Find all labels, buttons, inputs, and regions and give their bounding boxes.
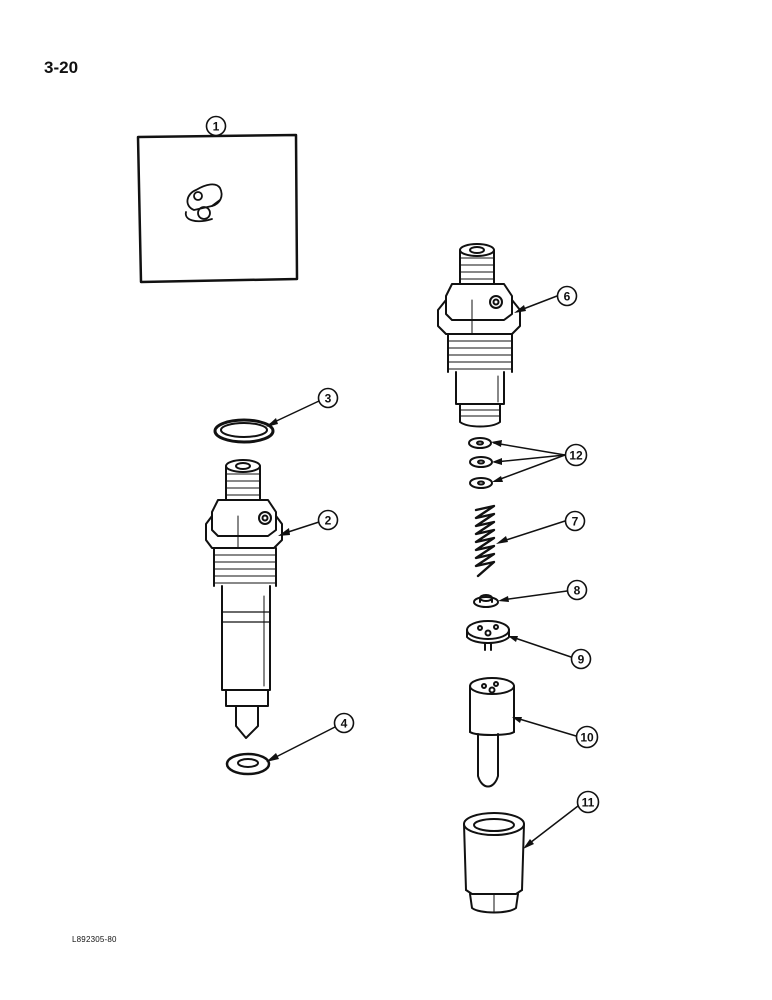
callout-10: 10 — [575, 725, 599, 749]
callout-label: 12 — [569, 449, 583, 463]
callout-label: 3 — [325, 392, 332, 406]
callout-4: 4 — [333, 712, 355, 734]
callout-label: 9 — [578, 653, 585, 667]
part-11-nozzle-nut — [463, 812, 525, 914]
callout-label: 10 — [580, 731, 594, 745]
part-4-washer — [225, 752, 271, 776]
callout-label: 6 — [564, 290, 571, 304]
part-3-o-ring — [213, 418, 275, 444]
callout-11: 11 — [576, 790, 600, 814]
page-number: 3-20 — [44, 58, 79, 77]
part-9-spacer-plate — [466, 620, 510, 651]
callout-12: 12 — [564, 443, 588, 467]
callout-label: 1 — [213, 120, 220, 134]
callout-label: 4 — [341, 717, 348, 731]
callout-label: 7 — [572, 515, 579, 529]
part-6-injector-body — [437, 243, 521, 428]
part-1-kit-box — [136, 126, 299, 284]
callout-6: 6 — [556, 285, 578, 307]
callout-label: 8 — [574, 584, 581, 598]
part-7-spring — [474, 504, 496, 578]
part-10-nozzle — [469, 677, 515, 788]
callout-8: 8 — [566, 579, 588, 601]
callout-9: 9 — [570, 648, 592, 670]
part-2-injector-assembly — [205, 459, 283, 739]
callout-1: 1 — [205, 115, 227, 137]
part-8-spring-seat — [473, 594, 499, 608]
drawing-code: L892305-80 — [72, 935, 117, 944]
callout-label: 2 — [325, 514, 332, 528]
callout-2: 2 — [317, 509, 339, 531]
part-12-shims — [468, 437, 493, 489]
callout-7: 7 — [564, 510, 586, 532]
seal-clip-icon — [184, 183, 223, 223]
callout-label: 11 — [582, 796, 595, 810]
callout-3: 3 — [317, 387, 339, 409]
leader-lines — [266, 295, 579, 849]
